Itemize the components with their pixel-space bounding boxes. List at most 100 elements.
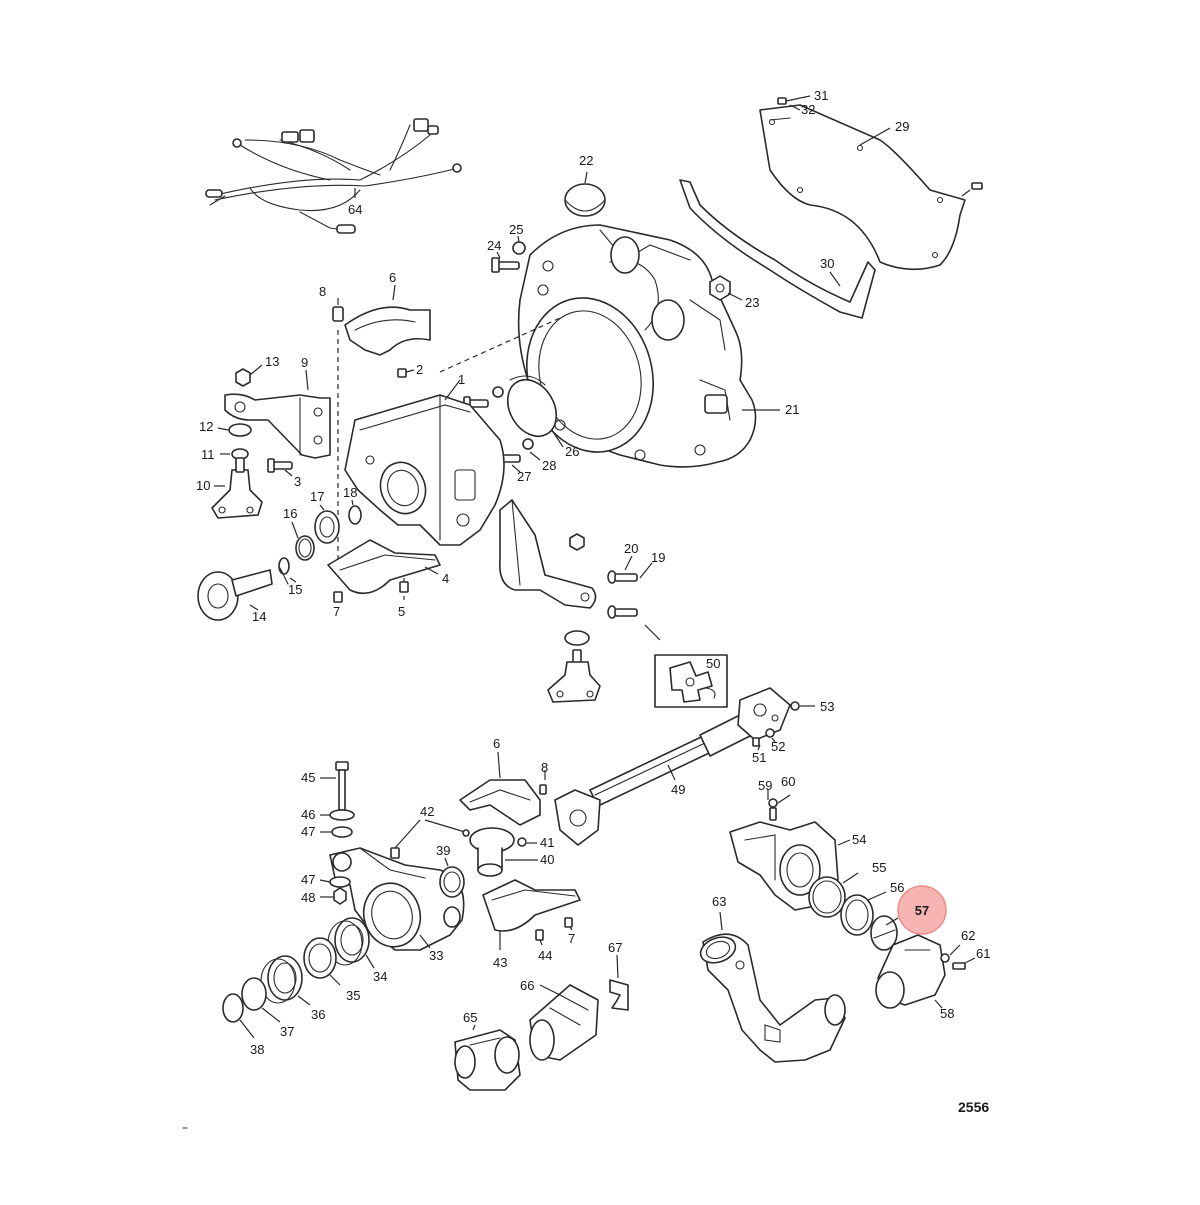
callout: 42	[420, 804, 434, 819]
u-joint-kit-box	[654, 654, 728, 708]
callout: 44	[538, 948, 552, 963]
callout: 30	[820, 256, 834, 271]
callout: 66	[520, 978, 534, 993]
shaft-adapter	[462, 827, 538, 877]
callout: 31	[814, 88, 828, 103]
callout: 24	[487, 238, 501, 253]
callout: 29	[895, 119, 909, 134]
callout: 38	[250, 1042, 264, 1057]
callout: 27	[517, 469, 531, 484]
callout: 35	[346, 988, 360, 1003]
callout: 56	[890, 880, 904, 895]
callout: 2	[416, 362, 423, 377]
callout: 5	[398, 604, 405, 619]
callout: 67	[608, 940, 622, 955]
callout: 6	[389, 270, 396, 285]
callout: 41	[540, 835, 554, 850]
callout: 54	[852, 832, 866, 847]
exhaust-seals	[808, 872, 898, 951]
clamp-screws-upper	[332, 298, 415, 378]
housing-bolts	[491, 235, 526, 273]
callout: 39	[436, 843, 450, 858]
shaft-clamp-lower	[482, 879, 581, 950]
callout: 7	[568, 931, 575, 946]
callout: 45	[301, 770, 315, 785]
callout: 48	[301, 890, 315, 905]
trunnion-screw	[390, 819, 466, 859]
mount-clamp-lower	[327, 539, 441, 603]
callout: 47	[301, 824, 315, 839]
callout: 11	[201, 447, 215, 462]
callout: 25	[509, 222, 523, 237]
callout: 12	[199, 419, 213, 434]
cover-gaskets	[679, 95, 983, 319]
callout: 7	[333, 604, 340, 619]
callout: 22	[579, 153, 593, 168]
callout: 21	[785, 402, 799, 417]
callout-57: 57	[915, 903, 929, 918]
callout: 28	[542, 458, 556, 473]
callout: 46	[301, 807, 315, 822]
callout-labels: 1 2 3 4 5 6 7 8 9 10 11 12 13 14 15 16 1…	[196, 88, 990, 1057]
callout: 60	[781, 774, 795, 789]
wiring-harness	[205, 118, 462, 234]
callout: 13	[265, 354, 279, 369]
callout: 53	[820, 699, 834, 714]
callout: 8	[319, 284, 326, 299]
callout: 59	[758, 778, 772, 793]
callout: 14	[252, 609, 266, 624]
callout: 23	[745, 295, 759, 310]
callout: 34	[373, 969, 387, 984]
callout: 64	[348, 202, 362, 217]
callout: 4	[442, 571, 449, 586]
callout: 50	[706, 656, 720, 671]
callout: 65	[463, 1010, 477, 1025]
trunnion-washer-nut	[319, 876, 351, 905]
callout: 51	[752, 750, 766, 765]
engine-mount-left	[211, 364, 331, 519]
callout: 58	[940, 1006, 954, 1021]
callout: 10	[196, 478, 210, 493]
callout: 55	[872, 860, 886, 875]
callout: 43	[493, 955, 507, 970]
callout: 36	[311, 1007, 325, 1022]
callout: 40	[540, 852, 554, 867]
shaft-clamp-upper	[459, 751, 547, 826]
callout: 32	[801, 102, 815, 117]
exhaust-fittings	[454, 954, 629, 1091]
mount-clamp-upper	[344, 284, 431, 356]
callout: 18	[343, 485, 357, 500]
callout: 16	[283, 506, 297, 521]
engine-mount-adapter	[344, 379, 505, 546]
inspection-cover	[463, 375, 564, 473]
mount-bolt-stack	[320, 761, 355, 838]
callout: 17	[310, 489, 324, 504]
flywheel-housing	[517, 224, 780, 468]
callout: 8	[541, 760, 548, 775]
highlight-circle	[897, 885, 947, 935]
callout: 6	[493, 736, 500, 751]
callout: 20	[624, 541, 638, 556]
callout: 37	[280, 1024, 294, 1039]
callout: 52	[771, 739, 785, 754]
callout: 19	[651, 550, 665, 565]
housing-plug	[564, 171, 606, 217]
callout: 62	[961, 928, 975, 943]
trunnion-bracket	[329, 847, 465, 951]
figure-number: 2556	[958, 1099, 989, 1115]
callout: 61	[976, 946, 990, 961]
callout: 26	[565, 444, 579, 459]
callout: 9	[301, 355, 308, 370]
input-shaft-assembly	[197, 499, 362, 621]
callout: 15	[288, 582, 302, 597]
bearing-stack	[222, 857, 465, 1039]
nut-23	[709, 275, 743, 301]
engine-mount-right	[498, 499, 661, 703]
callout: 63	[712, 894, 726, 909]
callout: 1	[458, 372, 465, 387]
callout: 47	[301, 872, 315, 887]
driveshaft	[554, 687, 815, 846]
callout: 33	[429, 948, 443, 963]
highlighted-callout[interactable]: 57	[885, 885, 947, 935]
